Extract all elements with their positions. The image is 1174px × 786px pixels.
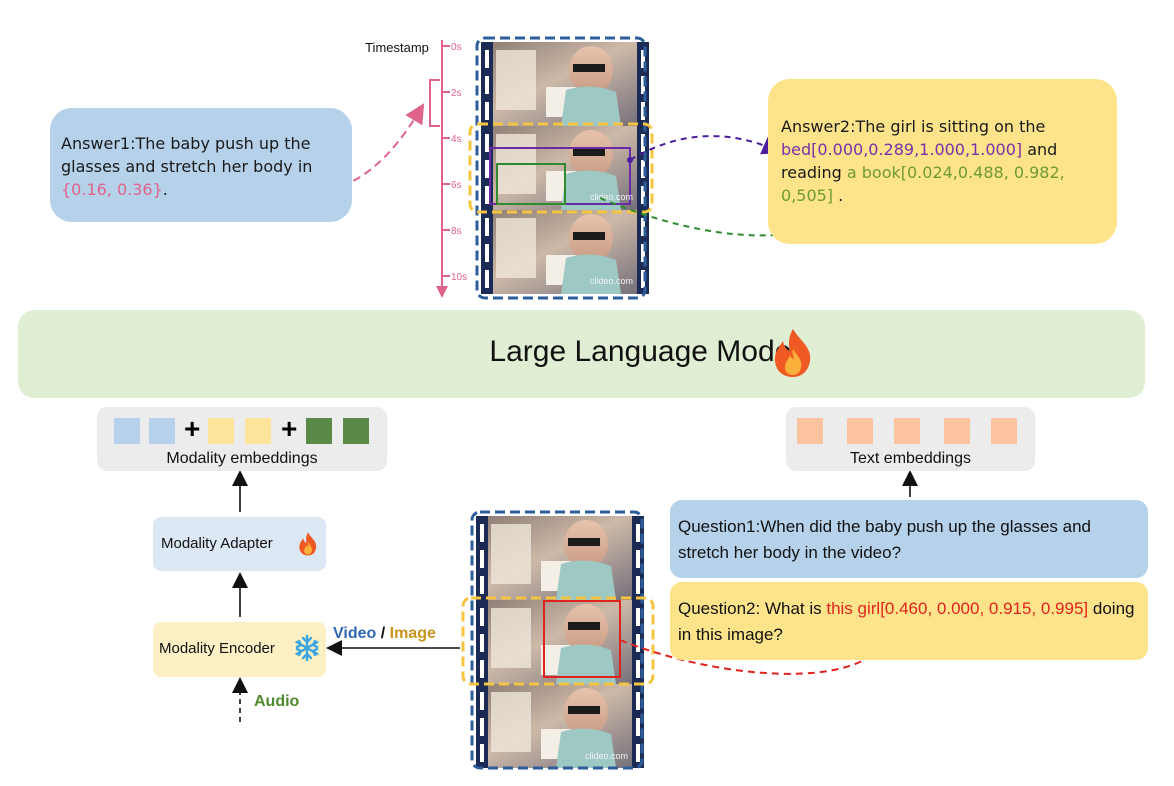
timeline-arrowhead (436, 286, 448, 298)
text-token (797, 418, 823, 444)
embedding-token-blue (149, 418, 175, 444)
tick-label: 6s (451, 180, 462, 191)
llm-title: Large Language Model (489, 335, 798, 368)
text-token (991, 418, 1017, 444)
audio-label: Audio (254, 693, 300, 710)
tick-label: 2s (451, 88, 462, 99)
answer2-bed-box: bed[0.000,0.289,1.000,1.000] (781, 140, 1023, 159)
answer1-bubble: Answer1:The baby push up the glasses and… (50, 108, 352, 222)
question1-text: Question1:When did the baby push up the … (678, 517, 1092, 562)
answer2-bubble: Answer2:The girl is sitting on the bed[0… (768, 79, 1117, 244)
embedding-token-green (306, 418, 332, 444)
question1-box: Question1:When did the baby push up the … (670, 500, 1148, 578)
video-label: Video (333, 625, 377, 642)
modality-embeddings-panel (97, 407, 387, 471)
arrow-origin-dot (627, 157, 633, 163)
timestamp-bracket (429, 79, 440, 127)
slash: / (376, 625, 390, 642)
text-embeddings-label: Text embeddings (850, 450, 971, 467)
plus-sign: + (281, 413, 298, 444)
snowflake-icon (295, 634, 319, 662)
answer2-end: . (833, 186, 844, 205)
fire-icon (774, 329, 811, 377)
input-type-label: Video / Image (333, 625, 436, 643)
embedding-token-yellow (208, 418, 234, 444)
text-token (847, 418, 873, 444)
answer2-prefix: Answer2:The girl is sitting on the (781, 117, 1046, 136)
tick-label: 10s (451, 272, 467, 283)
text-token (894, 418, 920, 444)
answer1-timestamp: {0.16, 0.36} (61, 180, 163, 199)
tick-label: 8s (451, 226, 462, 237)
answer1-end: . (162, 180, 168, 199)
embedding-token-yellow (245, 418, 271, 444)
modality-embeddings-label: Modality embeddings (166, 450, 318, 467)
answer2-book-box: a book[0.024,0.488, 0.982, 0,505] (781, 163, 1065, 205)
question2-end: doing in this image? (678, 599, 1135, 644)
answer1-text: Answer1:The baby push up the glasses and… (61, 134, 313, 176)
video-clip-top: clideo.com clideo.com (468, 36, 654, 300)
fire-icon (299, 532, 317, 556)
timeline-ticks: 0s 2s 4s 6s 8s 10s (442, 42, 467, 283)
timeline-title: Timestamp (365, 40, 429, 55)
video-clip-bottom: clideo.com (461, 510, 655, 770)
embedding-token-blue (114, 418, 140, 444)
audio-waveform-icon (174, 724, 304, 762)
arrow-bed-box (629, 135, 783, 161)
encoder-label: Modality Encoder (159, 640, 275, 657)
watermark: clideo.com (585, 751, 628, 761)
plus-sign: + (184, 413, 201, 444)
question2-box: Question2: What is this girl[0.460, 0.00… (670, 582, 1148, 660)
modality-adapter-block: Modality Adapter (153, 517, 326, 571)
adapter-label: Modality Adapter (161, 535, 273, 552)
question2-girl-box: this girl[0.460, 0.000, 0.915, 0.995] (826, 599, 1089, 618)
tick-label: 0s (451, 42, 462, 53)
embedding-token-green (343, 418, 369, 444)
question2-prefix: Question2: What is (678, 599, 827, 618)
watermark: clideo.com (590, 276, 633, 286)
text-token (944, 418, 970, 444)
tick-label: 4s (451, 134, 462, 145)
answer2-middle: and reading (781, 140, 1058, 182)
llm-block: Large Language Model (18, 310, 1145, 398)
image-label: Image (389, 625, 436, 642)
watermark: clideo.com (590, 192, 633, 202)
